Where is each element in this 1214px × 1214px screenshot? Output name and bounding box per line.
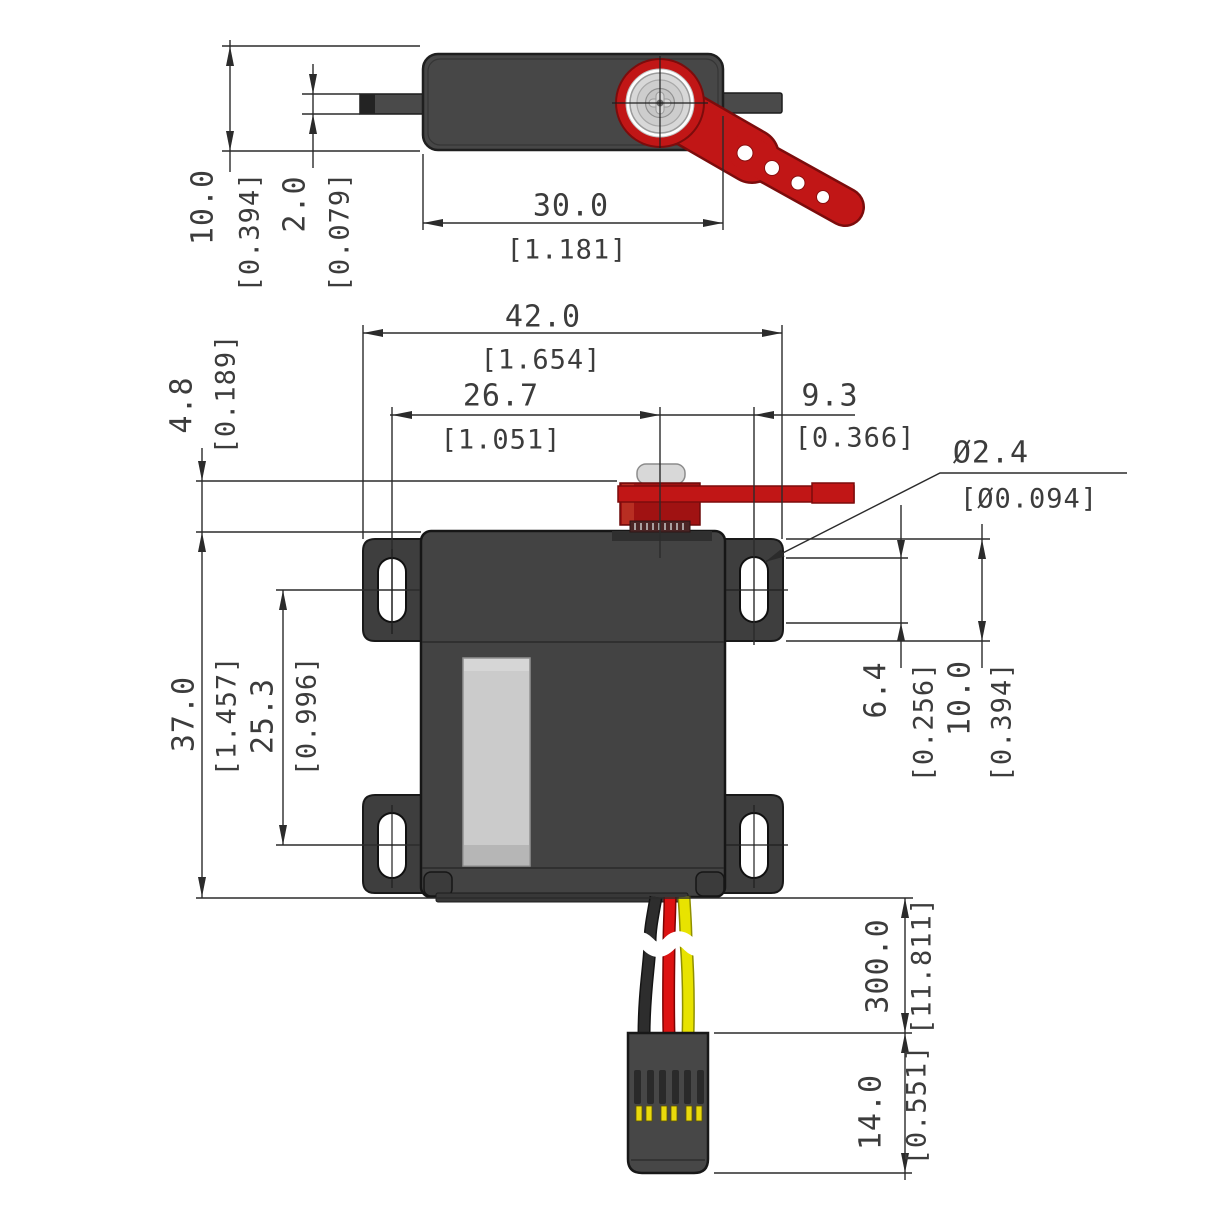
dim-tab-thickness: 2.0 [0.079] <box>278 64 360 293</box>
dim-case-thickness-mm: 10.0 <box>186 169 221 245</box>
dim-hole-to-shaft: 26.7 [1.051] 9.3 [0.366] <box>390 379 916 645</box>
servo-wires <box>619 895 720 1037</box>
dim-flange-height-mm: 10.0 <box>943 660 978 736</box>
dim-connector-length-inch: [0.551] <box>902 1045 933 1166</box>
dim-hole-pitch-inch: [0.996] <box>292 656 323 777</box>
top-boss <box>612 531 712 541</box>
slot-centerlines <box>391 549 788 888</box>
dim-body-length-inch: [1.181] <box>507 235 628 266</box>
dim-cable-length-mm: 300.0 <box>861 918 896 1013</box>
dim-horn-height-mm: 4.8 <box>165 376 200 433</box>
dim-hole-diameter-mm: Ø2.4 <box>953 436 1029 471</box>
dim-tab-thickness-inch: [0.079] <box>325 172 356 293</box>
horn-arm-tip-front <box>811 482 855 504</box>
dim-hole-to-shaft-inch: [1.051] <box>441 425 562 456</box>
dim-overall-width: 42.0 [1.654] <box>362 300 783 539</box>
dim-body-height-inch: [1.457] <box>212 656 243 777</box>
dim-connector-length-mm: 14.0 <box>854 1074 889 1150</box>
foot-left <box>423 871 453 897</box>
right-tab <box>721 92 783 114</box>
foot-right <box>695 871 725 897</box>
servo-connector <box>626 1031 710 1175</box>
dim-slot-length-and-flange-height: 6.4 [0.256] 10.0 [0.394] <box>786 505 1018 782</box>
dim-overall-width-mm: 42.0 <box>505 300 581 335</box>
dim-shaft-to-hole-inch: [0.366] <box>795 423 916 454</box>
left-tab-tip <box>360 94 375 114</box>
horn-hole-4 <box>816 190 830 204</box>
dim-cable-length-inch: [11.811] <box>907 897 938 1035</box>
dim-flange-height-inch: [0.394] <box>987 662 1018 783</box>
dim-horn-height-and-body-height: 4.8 [0.189] 37.0 [1.457] <box>165 334 913 899</box>
dim-case-thickness: 10.0 [0.394] <box>186 40 420 293</box>
dim-connector-length: 14.0 [0.551] <box>714 1033 933 1174</box>
servo-case-top-inner-edge <box>427 58 719 146</box>
shaft-cap <box>636 463 686 485</box>
dim-body-height-mm: 37.0 <box>167 676 202 752</box>
label-sticker <box>462 657 531 867</box>
horn-hole-1 <box>736 144 754 162</box>
dim-shaft-to-hole-mm: 9.3 <box>801 379 858 414</box>
dim-hole-pitch-mm: 25.3 <box>246 678 281 754</box>
dim-hole-to-shaft-mm: 26.7 <box>463 379 539 414</box>
top-view <box>359 52 865 227</box>
dim-slot-length-inch: [0.256] <box>909 662 940 783</box>
dim-body-length: 30.0 [1.181] <box>422 116 724 266</box>
horn-hole-2 <box>764 160 780 176</box>
dim-case-thickness-inch: [0.394] <box>235 172 266 293</box>
cable-break-symbol <box>619 931 720 957</box>
dim-horn-height-inch: [0.189] <box>211 334 242 455</box>
dim-tab-thickness-mm: 2.0 <box>278 175 313 232</box>
dim-hole-pitch: 25.3 [0.996] <box>246 589 420 846</box>
dim-hole-diameter-inch: [Ø0.094] <box>960 484 1098 515</box>
front-view <box>362 463 855 1175</box>
connector-pins <box>635 1105 703 1122</box>
dim-overall-width-inch: [1.654] <box>481 345 602 376</box>
dim-body-length-mm: 30.0 <box>533 189 609 224</box>
horn-hole-3 <box>790 175 806 191</box>
dim-slot-length-mm: 6.4 <box>859 661 894 718</box>
dim-hole-diameter: Ø2.4 [Ø0.094] <box>764 436 1127 563</box>
